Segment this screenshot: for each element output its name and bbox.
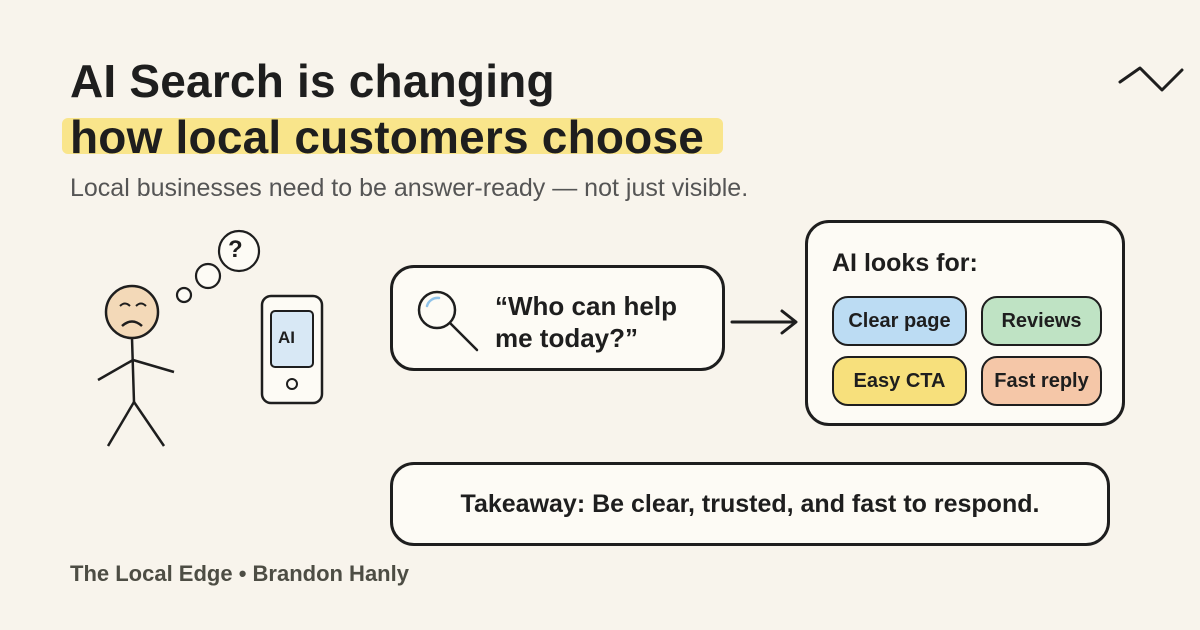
page-title-line2: how local customers choose	[70, 111, 705, 163]
arrow-right-icon	[730, 309, 798, 335]
thought-bubble-icon	[175, 229, 261, 304]
search-query-text: “Who can help me today?”	[495, 291, 677, 353]
takeaway-text: Takeaway: Be clear, trusted, and fast to…	[460, 490, 1040, 518]
zigzag-icon	[1118, 66, 1184, 92]
thought-question-mark: ?	[228, 236, 243, 263]
search-query-bubble: “Who can help me today?”	[390, 265, 725, 371]
chip-clear-page: Clear page	[832, 296, 967, 346]
ai-looks-for-panel: AI looks for: Clear page Reviews Easy CT…	[805, 220, 1125, 426]
page-subtitle: Local businesses need to be answer-ready…	[70, 174, 749, 202]
page-title-line1: AI Search is changing	[70, 55, 555, 107]
stick-person-icon	[97, 284, 175, 447]
title-highlight	[62, 118, 723, 154]
chip-fast-reply: Fast reply	[981, 356, 1102, 406]
phone-icon	[260, 294, 324, 405]
magnifier-icon	[417, 290, 479, 352]
footer-credit: The Local Edge • Brandon Hanly	[70, 561, 409, 586]
chip-easy-cta: Easy CTA	[832, 356, 967, 406]
phone-ai-label: AI	[278, 328, 295, 347]
takeaway-box: Takeaway: Be clear, trusted, and fast to…	[390, 462, 1110, 546]
chip-reviews: Reviews	[981, 296, 1102, 346]
ai-looks-for-title: AI looks for:	[832, 249, 978, 277]
